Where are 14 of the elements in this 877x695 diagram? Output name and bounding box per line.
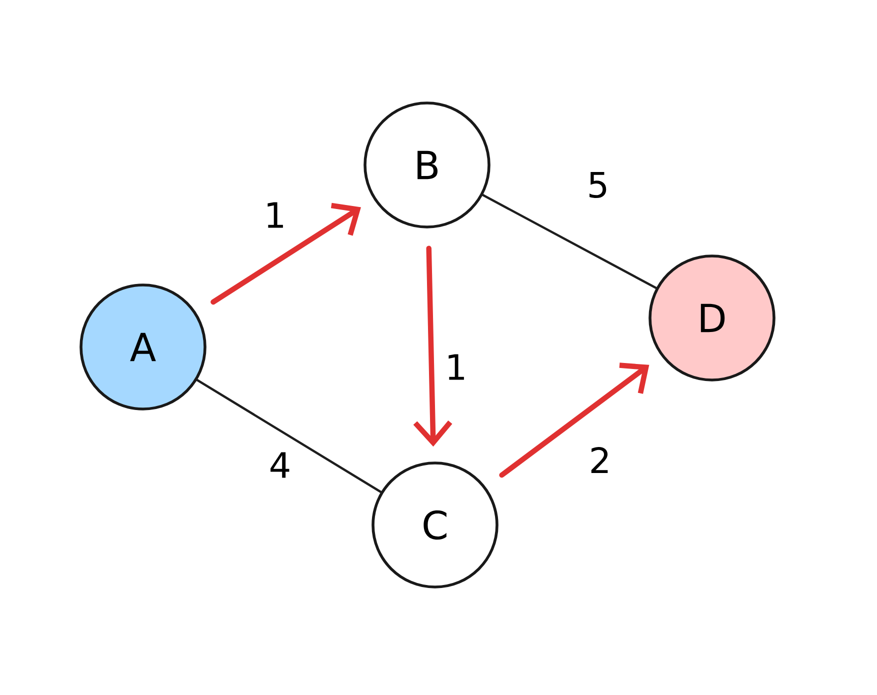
edge-label: 1 <box>262 200 288 230</box>
edge-label: 5 <box>585 170 611 200</box>
edge-label: 2 <box>587 445 613 475</box>
circle-node: B <box>364 102 490 228</box>
edge-label: 1 <box>443 352 469 382</box>
circle-node: D <box>648 254 776 382</box>
arrow <box>210 202 361 305</box>
circle-node: A <box>80 284 206 410</box>
arrow <box>499 362 650 478</box>
line <box>482 194 658 290</box>
edge-label: 4 <box>267 450 293 480</box>
line <box>196 378 382 494</box>
circle-node: C <box>372 462 498 588</box>
arrow <box>413 246 452 447</box>
